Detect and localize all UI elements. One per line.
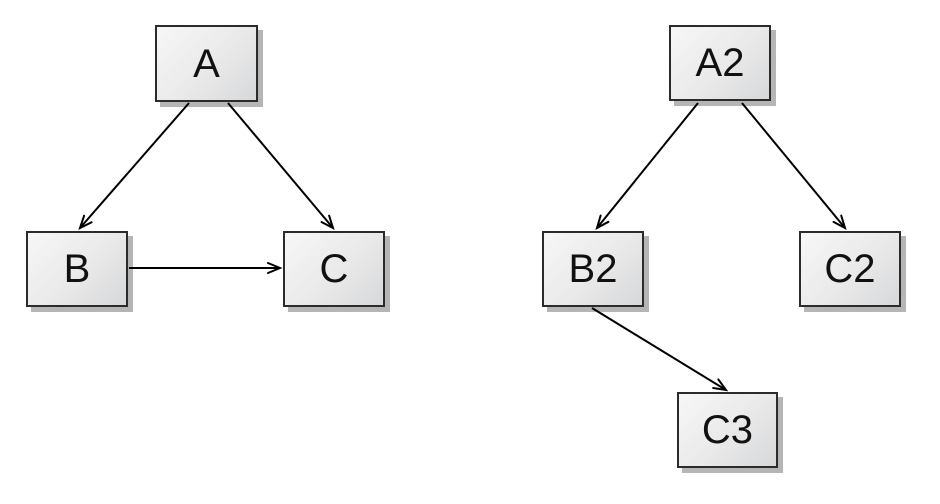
node-B2[interactable]: B2 [542, 231, 644, 307]
node-label: C2 [824, 247, 876, 291]
node-A2[interactable]: A2 [669, 25, 771, 101]
node-C3[interactable]: C3 [677, 392, 778, 468]
node-B[interactable]: B [26, 231, 128, 307]
edge-A-C[interactable] [227, 102, 335, 230]
node-label: A2 [695, 41, 745, 85]
node-A[interactable]: A [155, 25, 258, 102]
edge-A2-B2[interactable] [595, 102, 699, 231]
node-label: C3 [701, 408, 754, 452]
edge-A2-C2[interactable] [741, 102, 847, 231]
edge-B2-C3[interactable] [591, 307, 729, 392]
node-label: C [319, 247, 349, 291]
node-C[interactable]: C [283, 231, 385, 307]
node-C2[interactable]: C2 [799, 231, 901, 307]
node-label: B [63, 247, 91, 291]
node-label: A [193, 41, 220, 86]
node-label: B2 [568, 247, 618, 291]
edge-A-B[interactable] [78, 102, 190, 230]
